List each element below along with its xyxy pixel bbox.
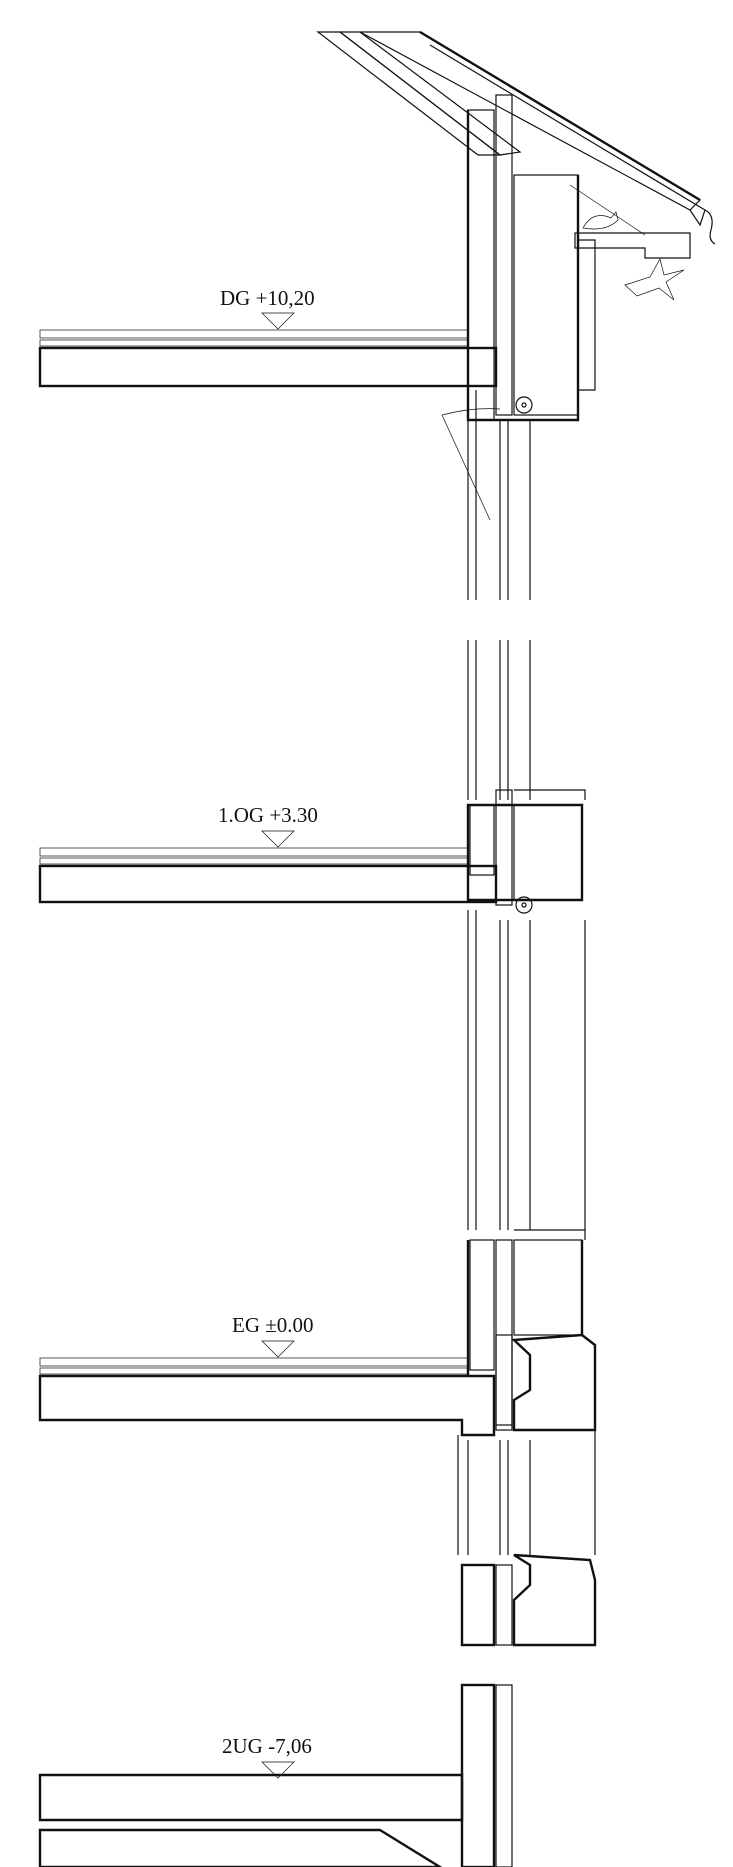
wall-plate-block — [467, 109, 495, 421]
level-triangle-dg — [261, 312, 295, 330]
wall-upper — [466, 94, 596, 422]
level-label-dg: DG +10,20 — [220, 286, 315, 310]
roof-tiles-line — [419, 30, 701, 202]
basement-wall-inner — [460, 1563, 496, 1647]
window-frame-basement — [457, 1430, 596, 1555]
level-marker-dg: DG +10,20 — [220, 286, 315, 330]
wall-inner-eg — [469, 1239, 495, 1371]
slab-ug2 — [38, 1773, 464, 1867]
bird-flying-icon — [624, 258, 685, 301]
ug2-wall — [460, 1683, 496, 1867]
window-frame-og1 — [467, 910, 586, 1230]
roof-edge — [429, 44, 706, 227]
bird-sitting-icon — [582, 211, 619, 230]
level-triangle-ug2 — [261, 1761, 295, 1779]
roof-section — [316, 30, 716, 301]
roller-shutter-upper — [515, 396, 533, 414]
sill-og1 — [514, 789, 586, 800]
wall-eg — [466, 1229, 597, 1432]
concrete-slab-dg — [38, 346, 498, 388]
level-label-eg: EG ±0.00 — [232, 1313, 314, 1337]
impact-insulation-eg — [39, 1367, 469, 1375]
ug2-insulation — [495, 1684, 513, 1867]
concrete-slab-og1 — [38, 864, 498, 904]
slab-og1 — [38, 847, 498, 904]
level-marker-og1: 1.OG +3.30 — [218, 803, 318, 848]
basement-perimeter-insulation — [512, 1553, 597, 1647]
level-label-og1: 1.OG +3.30 — [218, 803, 318, 827]
roller-shutter-og1 — [515, 896, 533, 914]
wall-outline-eg — [466, 1240, 584, 1375]
wall-outline-upper — [466, 110, 580, 422]
concrete-slab-ug2 — [38, 1773, 464, 1822]
screed-og1 — [39, 847, 469, 857]
perimeter-insulation-eg — [511, 1333, 597, 1432]
window-frame-upper — [467, 390, 531, 600]
screed-eg — [39, 1357, 469, 1367]
basement-insulation — [495, 1564, 513, 1646]
level-triangle-eg — [261, 1340, 295, 1358]
concrete-slab-eg — [38, 1374, 496, 1437]
window-og1 — [467, 910, 586, 1230]
slab-eg — [38, 1357, 496, 1437]
wall-og1 — [466, 640, 586, 914]
wall-masonry-og1 — [513, 804, 583, 901]
impact-insulation-dg — [39, 339, 469, 347]
impact-insulation-og1 — [39, 857, 469, 865]
sealing-eg — [495, 1334, 513, 1426]
wall-insulation-og1 — [495, 789, 513, 906]
roof-insulation — [316, 31, 502, 156]
fascia-line — [569, 184, 646, 236]
wall-masonry-eg — [513, 1239, 583, 1336]
sill-eg — [514, 1229, 586, 1240]
screed-dg — [39, 329, 469, 339]
level-label-ug2: 2UG -7,06 — [222, 1734, 312, 1758]
roof-battens — [359, 31, 701, 211]
foundation-ug2 — [38, 1828, 443, 1867]
wall-basement-upper — [460, 1553, 597, 1647]
window-sash-line — [441, 414, 491, 521]
window-basement — [457, 1430, 596, 1555]
wall-outline-og1 — [466, 803, 584, 902]
window-swing-arc — [441, 408, 501, 416]
level-marker-ug2: 2UG -7,06 — [222, 1734, 312, 1779]
eaves-board — [574, 232, 691, 259]
window-upper — [441, 390, 531, 600]
roof-rafter — [338, 31, 522, 156]
wall-inner-og1 — [469, 804, 495, 876]
wall-masonry-upper — [513, 174, 579, 416]
level-marker-eg: EG ±0.00 — [232, 1313, 314, 1358]
shutter-box-upper — [578, 239, 596, 391]
gutter — [704, 209, 716, 245]
wall-ug2 — [460, 1683, 513, 1867]
slab-dg — [38, 329, 498, 388]
level-triangle-og1 — [261, 830, 295, 848]
window-frame-og1-top — [467, 640, 531, 800]
wall-insulation-upper — [495, 94, 513, 416]
